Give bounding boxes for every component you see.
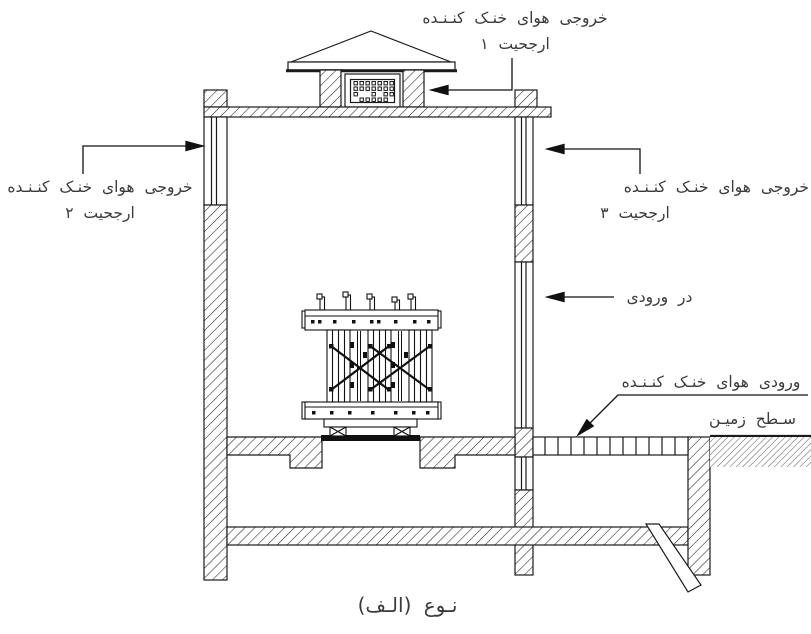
transformer-top-frame bbox=[301, 309, 442, 331]
left-wall bbox=[203, 116, 228, 581]
ground-hatch bbox=[710, 434, 811, 467]
transformer-rail-plate bbox=[321, 435, 420, 441]
label-outlet3-line2: ارجحیت ۳ bbox=[600, 204, 670, 222]
label-outlet2: خروجی هوای خنـک کنـنـده ارجحیت ۲ bbox=[2, 174, 198, 226]
label-ground-level: سـطح زمیـن bbox=[709, 410, 796, 428]
inlet-pit-wall bbox=[687, 436, 711, 576]
basement-air-opening bbox=[514, 456, 534, 491]
ceiling-slab bbox=[203, 89, 552, 118]
label-outlet1-line2: ارجحیت ۱ bbox=[480, 35, 550, 53]
label-outlet2-line2: ارجحیت ۲ bbox=[65, 204, 135, 222]
transformer-bushings bbox=[316, 291, 417, 311]
roof-vent-grille bbox=[344, 73, 401, 108]
roof-vent-posts bbox=[319, 69, 425, 108]
transformer-windings bbox=[326, 329, 433, 403]
drain-pipe bbox=[644, 523, 702, 593]
transformer-base bbox=[301, 401, 442, 437]
roof-vent-cap bbox=[286, 30, 457, 73]
label-air-inlet: ورودی هوای خنـک کنـنـده bbox=[621, 373, 801, 391]
transformer bbox=[301, 291, 442, 437]
label-outlet3-line1: خروجی هوای خنـک کنـنـده bbox=[623, 178, 809, 196]
basement-bottom-slab bbox=[226, 526, 689, 546]
leader-outlet3 bbox=[546, 143, 641, 174]
entrance-door bbox=[514, 261, 534, 429]
diagram-caption: نـوع (الـف) bbox=[357, 593, 458, 617]
label-outlet2-line1: خروجی هوای خنـک کنـنـده bbox=[7, 178, 193, 196]
transformer-wheels bbox=[329, 426, 411, 437]
leader-door bbox=[546, 291, 614, 303]
label-outlet1-line1: خروجی هوای خنـک کنـنـده bbox=[422, 9, 608, 27]
leader-air-inlet bbox=[574, 394, 808, 439]
floor-slab bbox=[226, 435, 516, 469]
leader-outlet2 bbox=[82, 140, 204, 174]
air-inlet-grating bbox=[532, 436, 689, 456]
leader-outlet1 bbox=[430, 58, 513, 96]
label-entrance-door: در ورودی bbox=[626, 288, 693, 306]
transformer-braces bbox=[329, 344, 433, 392]
right-wall bbox=[514, 116, 534, 576]
label-outlet1: خروجی هوای خنـک کنـنـده ارجحیت ۱ bbox=[375, 5, 655, 57]
